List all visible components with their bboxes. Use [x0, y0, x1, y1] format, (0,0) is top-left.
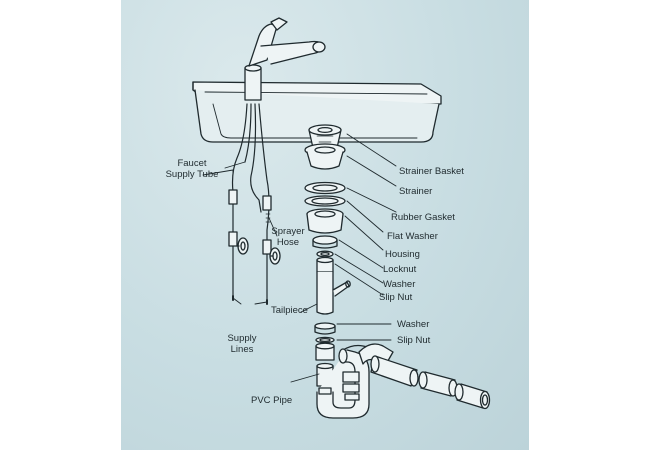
sink-plumbing-illustration	[192, 17, 491, 419]
washer-small	[316, 250, 334, 258]
label-washer-upper: Washer	[383, 279, 416, 290]
strainer	[304, 143, 346, 170]
slip-nut-lower	[315, 336, 335, 344]
label-pvc-pipe: PVC Pipe	[251, 395, 293, 406]
rubber-gasket	[304, 181, 346, 195]
diagram-panel: Faucet Supply Tube Sprayer Hose Supply L…	[121, 0, 529, 450]
label-sprayer-hose-line1: Sprayer	[271, 226, 305, 237]
label-slip-nut-lower: Slip Nut	[397, 335, 431, 346]
label-rubber-gasket: Rubber Gasket	[391, 212, 455, 223]
faucet	[244, 17, 326, 101]
label-flat-washer: Flat Washer	[387, 231, 438, 242]
label-strainer: Strainer	[399, 186, 433, 197]
label-strainer-basket: Strainer Basket	[399, 166, 464, 177]
label-tailpiece: Tailpiece	[271, 305, 308, 316]
label-slip-nut-upper: Slip Nut	[379, 292, 413, 303]
label-faucet-supply-tube-line2: Supply Tube	[165, 169, 219, 180]
label-sprayer-hose: Sprayer Hose	[263, 226, 313, 248]
label-housing: Housing	[385, 249, 420, 260]
label-faucet-supply-tube: Faucet Supply Tube	[147, 158, 237, 180]
label-locknut: Locknut	[383, 264, 417, 275]
label-supply-lines-line2: Lines	[230, 344, 254, 355]
housing	[306, 208, 344, 234]
pvc-horizontal-pipes	[370, 355, 491, 410]
locknut	[312, 235, 338, 249]
washer-lower	[314, 322, 336, 335]
label-sprayer-hose-line2: Hose	[276, 237, 300, 248]
leader-lines	[202, 133, 397, 383]
label-supply-lines-line1: Supply	[227, 333, 257, 344]
supply-lines	[228, 189, 281, 305]
label-supply-lines: Supply Lines	[217, 333, 267, 355]
label-faucet-supply-tube-line1: Faucet	[177, 158, 207, 169]
flat-washer	[304, 195, 346, 207]
tailpiece	[316, 256, 351, 315]
label-washer-lower: Washer	[397, 319, 430, 330]
